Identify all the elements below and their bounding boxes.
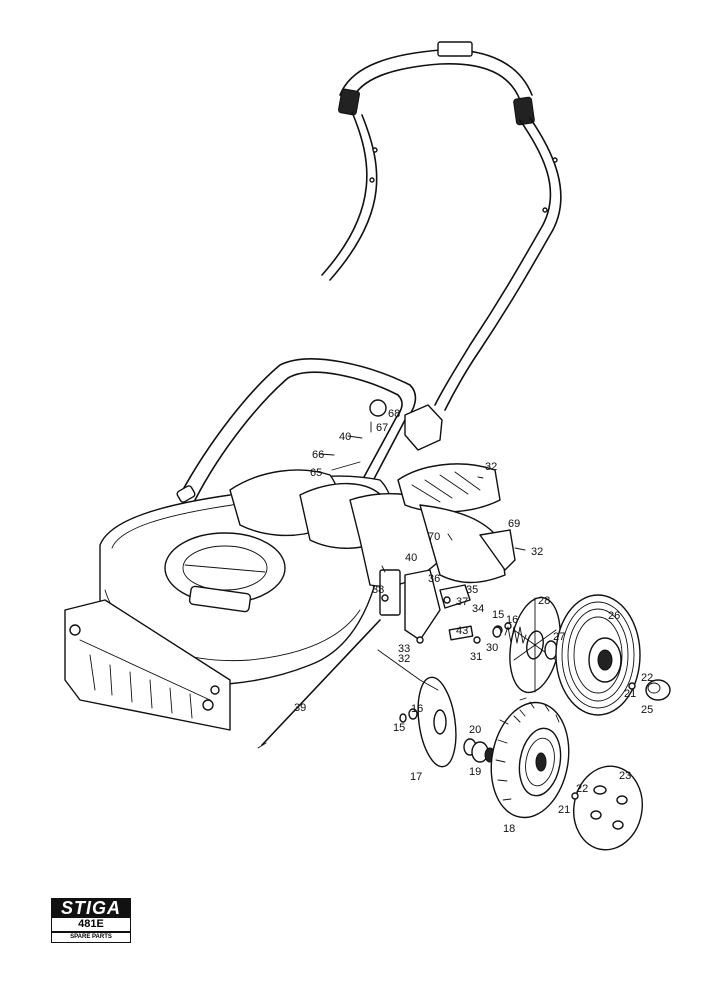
part-label: 19	[469, 766, 481, 778]
part-label: 22	[641, 672, 653, 684]
part-label: 69	[508, 518, 520, 530]
part-label: 28	[538, 595, 550, 607]
part-label: 23	[619, 770, 631, 782]
part-label: 20	[469, 724, 481, 736]
part-label: 22	[576, 783, 588, 795]
handle-end-cap-right	[513, 96, 535, 126]
part-label: 35	[466, 584, 478, 596]
part-labels: 68 67 40 66 65 32 69 70 32 40 36 35 37 3…	[294, 408, 653, 835]
part-label: 37	[456, 596, 468, 608]
stiga-logo: STIGA 481E SPARE PARTS	[51, 898, 131, 944]
lower-handle	[176, 358, 443, 576]
model-number: 481E	[51, 918, 131, 932]
front-guard	[64, 599, 231, 731]
part-36	[404, 569, 441, 641]
part-label: 68	[388, 408, 400, 420]
upper-handle	[321, 41, 562, 411]
rear-hub-28	[509, 596, 561, 694]
part-label: 32	[485, 461, 497, 473]
spare-parts-caption: SPARE PARTS	[51, 932, 131, 943]
part-label: 33	[398, 643, 410, 655]
part-label: 34	[472, 603, 484, 615]
part-label: 21	[558, 804, 570, 816]
leader-lines	[319, 421, 526, 691]
part-label: 17	[410, 771, 422, 783]
handle-grip-plate	[437, 41, 473, 57]
part-label: 40	[405, 552, 417, 564]
hubcap-23	[571, 765, 643, 851]
bracket-69	[479, 529, 516, 571]
part-label: 43	[456, 625, 468, 637]
part-label: 16	[506, 614, 518, 626]
part-40	[379, 569, 401, 616]
spring-16	[492, 626, 527, 644]
rod-39	[261, 619, 381, 746]
front-wheel-18	[490, 697, 570, 819]
part-label: 32	[398, 653, 410, 665]
knob-68	[369, 399, 387, 417]
brand-name: STIGA	[51, 898, 131, 918]
part-label: 30	[486, 642, 498, 654]
rear-flap	[397, 463, 516, 584]
part-label: 27	[553, 631, 565, 643]
rear-wheel-26	[555, 594, 671, 716]
part-label: 31	[470, 651, 482, 663]
part-label: 21	[624, 688, 636, 700]
part-label: 15	[492, 609, 504, 621]
part-label: 26	[608, 610, 620, 622]
handle-end-cap-left	[338, 88, 360, 116]
part-label: 67	[376, 422, 388, 434]
part-label: 66	[312, 449, 324, 461]
part-label: 38	[372, 584, 384, 596]
part-label: 39	[294, 702, 306, 714]
part-label: 36	[428, 573, 440, 585]
hubcap-25	[645, 679, 671, 701]
part-label: 32	[531, 546, 543, 558]
part-43	[448, 625, 474, 641]
front-hub-17	[399, 676, 496, 768]
part-label: 16	[411, 703, 423, 715]
part-label: 15	[393, 722, 405, 734]
part-label: 65	[310, 467, 322, 479]
mower-deck	[64, 469, 441, 731]
part-label: 70	[428, 531, 440, 543]
part-label: 18	[503, 823, 515, 835]
part-label: 40	[339, 431, 351, 443]
handle-bracket	[404, 404, 443, 451]
part-label: 25	[641, 704, 653, 716]
height-adjuster	[379, 569, 512, 644]
